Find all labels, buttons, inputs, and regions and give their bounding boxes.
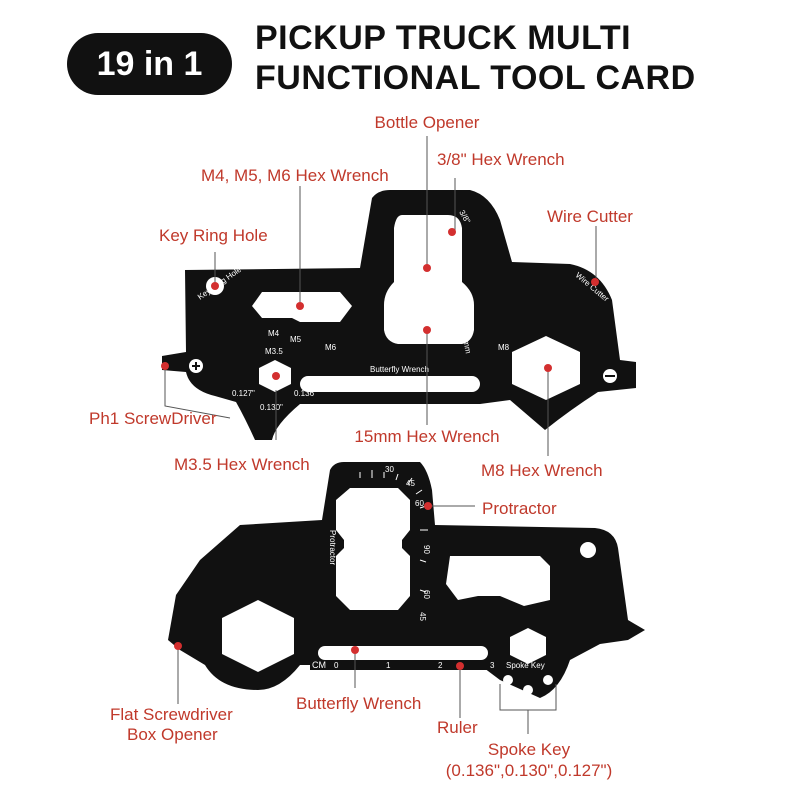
bottom-tool-card: Protractor CM 0 1 2 3 Spoke Key 30 45 60…: [168, 462, 645, 698]
title-line-1: PICKUP TRUCK MULTI: [255, 19, 632, 57]
side-cutout: [446, 556, 550, 606]
spoke-notch-3: [543, 675, 553, 685]
label-flat-screwdriver: Flat Screwdriver: [110, 705, 233, 724]
card-m6-text: M6: [325, 343, 337, 352]
dot-flat-screwdriver: [174, 642, 182, 650]
card-0127-text: 0.127": [232, 389, 255, 398]
label-spoke-key-sizes: (0.136",0.130",0.127"): [445, 761, 613, 780]
butterfly-slot-top: [300, 376, 480, 392]
label-box-opener: Box Opener: [127, 725, 218, 744]
ruler-strip: [310, 662, 500, 670]
leader-lines: [164, 136, 597, 734]
callout-dots: [161, 228, 599, 670]
page-title: PICKUP TRUCK MULTI FUNCTIONAL TOOL CARD: [255, 18, 696, 98]
spoke-hex-cutout: [510, 628, 546, 664]
card-ruler-0: 0: [334, 661, 339, 670]
dot-15mm: [423, 326, 431, 334]
card-m8-text: M8: [498, 343, 510, 352]
badge-19-in-1: 19 in 1: [67, 33, 232, 95]
card-cm-text: CM: [312, 660, 326, 670]
card-m35-text: M3.5: [265, 347, 283, 356]
bottle-opener-cutout: [384, 215, 474, 344]
card-ruler-2: 2: [438, 661, 443, 670]
dot-protractor: [424, 502, 432, 510]
label-ph1-screwdriver: Ph1 ScrewDriver: [89, 409, 217, 428]
label-hex-38: 3/8" Hex Wrench: [437, 150, 565, 169]
spoke-notch-1: [503, 675, 513, 685]
label-hex-m4m5m6: M4, M5, M6 Hex Wrench: [201, 166, 389, 185]
card-angle-90: 90: [422, 545, 431, 554]
large-hex-cutout: [222, 600, 294, 672]
card-butterfly-text-top: Butterfly Wrench: [370, 365, 429, 374]
card-angle-30: 30: [385, 465, 394, 474]
label-hex-m35: M3.5 Hex Wrench: [174, 455, 310, 474]
dot-wire-cutter: [591, 278, 599, 286]
dot-ph1: [161, 362, 169, 370]
label-ruler: Ruler: [437, 718, 478, 737]
protractor-cutout: [336, 488, 410, 610]
label-hex-15mm: 15mm Hex Wrench: [354, 427, 500, 446]
dot-bottle-opener: [423, 264, 431, 272]
card-angle-60: 60: [415, 499, 424, 508]
card-0130-text: 0.130": [260, 403, 283, 412]
card-angle-45: 45: [406, 479, 415, 488]
card-angle-45b: 45: [418, 612, 427, 621]
label-wire-cutter: Wire Cutter: [547, 207, 633, 226]
card-spoke-text: Spoke Key: [506, 661, 545, 670]
dot-butterfly: [351, 646, 359, 654]
card-ruler-3: 3: [490, 661, 495, 670]
dot-ruler: [456, 662, 464, 670]
top-tool-card: Key Ring Hole Wire Cutter M4 M5 M6 M3.5 …: [162, 190, 636, 440]
label-spoke-key: Spoke Key: [487, 740, 571, 759]
butterfly-slot-bottom: [318, 646, 488, 660]
label-bottle-opener: Bottle Opener: [374, 113, 480, 132]
title-line-2: FUNCTIONAL TOOL CARD: [255, 59, 696, 97]
dot-m35: [272, 372, 280, 380]
card-15mm-text: 15mm: [460, 331, 473, 355]
label-hex-m8: M8 Hex Wrench: [481, 461, 603, 480]
card-m5-text: M5: [290, 335, 302, 344]
spoke-notch-2: [523, 685, 533, 695]
card-m4-text: M4: [268, 329, 280, 338]
dot-key-ring: [211, 282, 219, 290]
label-protractor: Protractor: [482, 499, 557, 518]
bottom-key-ring-hole: [580, 542, 596, 558]
label-butterfly-wrench: Butterfly Wrench: [296, 694, 422, 713]
card-angle-60b: 60: [422, 590, 431, 599]
label-key-ring-hole: Key Ring Hole: [159, 226, 268, 245]
card-protractor-text: Protractor: [328, 530, 337, 565]
card-0136-text: 0.136": [294, 389, 317, 398]
dot-m4-m5-m6: [296, 302, 304, 310]
dot-hex-38: [448, 228, 456, 236]
card-ruler-1: 1: [386, 661, 391, 670]
dot-m8: [544, 364, 552, 372]
